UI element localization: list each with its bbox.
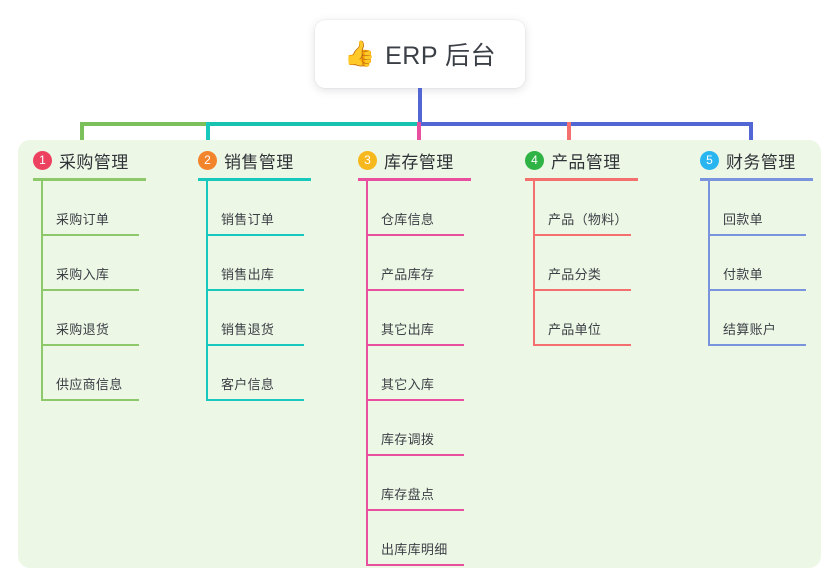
menu-item[interactable]: 采购入库 <box>41 236 139 291</box>
trunk-connector <box>418 88 422 124</box>
menu-item-label: 结算账户 <box>723 322 777 337</box>
branch-header-1[interactable]: 1 采购管理 <box>33 148 129 173</box>
menu-item[interactable]: 采购订单 <box>41 181 139 236</box>
menu-item-label: 出库库明细 <box>381 542 448 557</box>
menu-item-label: 销售退货 <box>221 322 275 337</box>
branch-number-badge: 1 <box>33 151 52 170</box>
menu-item-underline <box>206 234 304 236</box>
menu-item[interactable]: 产品单位 <box>533 291 631 346</box>
menu-item[interactable]: 结算账户 <box>708 291 806 346</box>
menu-item[interactable]: 库存调拨 <box>366 401 464 456</box>
menu-item-underline <box>41 289 139 291</box>
branch-header-underline <box>700 178 813 181</box>
branch-title: 销售管理 <box>224 153 294 172</box>
menu-item-underline <box>533 289 631 291</box>
branch-title: 库存管理 <box>384 153 454 172</box>
menu-item-underline <box>708 234 806 236</box>
menu-item-underline <box>366 509 464 511</box>
menu-item-underline <box>366 344 464 346</box>
menu-item-label: 采购退货 <box>56 322 110 337</box>
branch-header-4[interactable]: 4 产品管理 <box>525 148 621 173</box>
menu-item-underline <box>206 399 304 401</box>
menu-item-label: 产品（物料） <box>548 212 628 227</box>
menu-item-label: 产品库存 <box>381 267 435 282</box>
menu-item-label: 回款单 <box>723 212 763 227</box>
menu-item-label: 客户信息 <box>221 377 275 392</box>
branch-header-underline <box>33 178 146 181</box>
menu-item-label: 付款单 <box>723 267 763 282</box>
thumbs-up-icon: 👍 <box>343 39 376 68</box>
menu-item[interactable]: 销售出库 <box>206 236 304 291</box>
menu-item-underline <box>41 234 139 236</box>
menu-item[interactable]: 供应商信息 <box>41 346 139 401</box>
menu-item-underline <box>366 289 464 291</box>
menu-item-underline <box>366 564 464 566</box>
menu-item-underline <box>41 344 139 346</box>
menu-item-label: 供应商信息 <box>56 377 123 392</box>
menu-item-underline <box>41 399 139 401</box>
branch-vertical-rail <box>366 181 368 566</box>
root-node-erp-backend[interactable]: 👍 ERP 后台 <box>315 20 525 88</box>
branch-header-5[interactable]: 5 财务管理 <box>700 148 796 173</box>
menu-item[interactable]: 库存盘点 <box>366 456 464 511</box>
branch-number-badge: 3 <box>358 151 377 170</box>
branch-title: 财务管理 <box>726 153 796 172</box>
menu-item-label: 仓库信息 <box>381 212 435 227</box>
branch-vertical-rail <box>41 181 43 401</box>
branch-header-3[interactable]: 3 库存管理 <box>358 148 454 173</box>
branches-panel: 1 采购管理采购订单采购入库采购退货供应商信息 2 销售管理销售订单销售出库销售退货客… <box>18 140 821 568</box>
branch-header-underline <box>358 178 471 181</box>
menu-item[interactable]: 客户信息 <box>206 346 304 401</box>
menu-item[interactable]: 产品库存 <box>366 236 464 291</box>
menu-item[interactable]: 其它出库 <box>366 291 464 346</box>
connector-bar-segment <box>80 122 208 126</box>
menu-item-label: 采购订单 <box>56 212 110 227</box>
branch-number-badge: 2 <box>198 151 217 170</box>
branch-vertical-rail <box>533 181 535 346</box>
menu-item[interactable]: 仓库信息 <box>366 181 464 236</box>
menu-item-label: 采购入库 <box>56 267 110 282</box>
connector-bar-segment <box>420 122 753 126</box>
branch-header-underline <box>525 178 638 181</box>
menu-item[interactable]: 采购退货 <box>41 291 139 346</box>
branch-number-badge: 4 <box>525 151 544 170</box>
menu-item-underline <box>366 234 464 236</box>
menu-item-underline <box>533 234 631 236</box>
menu-item-label: 产品分类 <box>548 267 602 282</box>
menu-item-label: 库存调拨 <box>381 432 435 447</box>
menu-item-underline <box>533 344 631 346</box>
menu-item[interactable]: 付款单 <box>708 236 806 291</box>
menu-item[interactable]: 销售退货 <box>206 291 304 346</box>
menu-item-label: 销售出库 <box>221 267 275 282</box>
menu-item-underline <box>708 289 806 291</box>
menu-item[interactable]: 其它入库 <box>366 346 464 401</box>
root-node-label: ERP 后台 <box>385 42 497 70</box>
menu-item[interactable]: 销售订单 <box>206 181 304 236</box>
branch-header-underline <box>198 178 311 181</box>
menu-item-label: 库存盘点 <box>381 487 435 502</box>
connector-bar-segment <box>208 122 420 126</box>
menu-item-underline <box>366 454 464 456</box>
menu-item-label: 销售订单 <box>221 212 275 227</box>
menu-item-underline <box>206 344 304 346</box>
branch-title: 产品管理 <box>551 153 621 172</box>
branch-vertical-rail <box>206 181 208 401</box>
branch-vertical-rail <box>708 181 710 346</box>
menu-item-underline <box>708 344 806 346</box>
menu-item[interactable]: 出库库明细 <box>366 511 464 566</box>
branch-number-badge: 5 <box>700 151 719 170</box>
menu-item-label: 其它入库 <box>381 377 435 392</box>
menu-item-label: 其它出库 <box>381 322 435 337</box>
menu-item[interactable]: 回款单 <box>708 181 806 236</box>
branch-header-2[interactable]: 2 销售管理 <box>198 148 294 173</box>
menu-item-label: 产品单位 <box>548 322 602 337</box>
menu-item[interactable]: 产品分类 <box>533 236 631 291</box>
branch-title: 采购管理 <box>59 153 129 172</box>
menu-item[interactable]: 产品（物料） <box>533 181 631 236</box>
menu-item-underline <box>206 289 304 291</box>
menu-item-underline <box>366 399 464 401</box>
